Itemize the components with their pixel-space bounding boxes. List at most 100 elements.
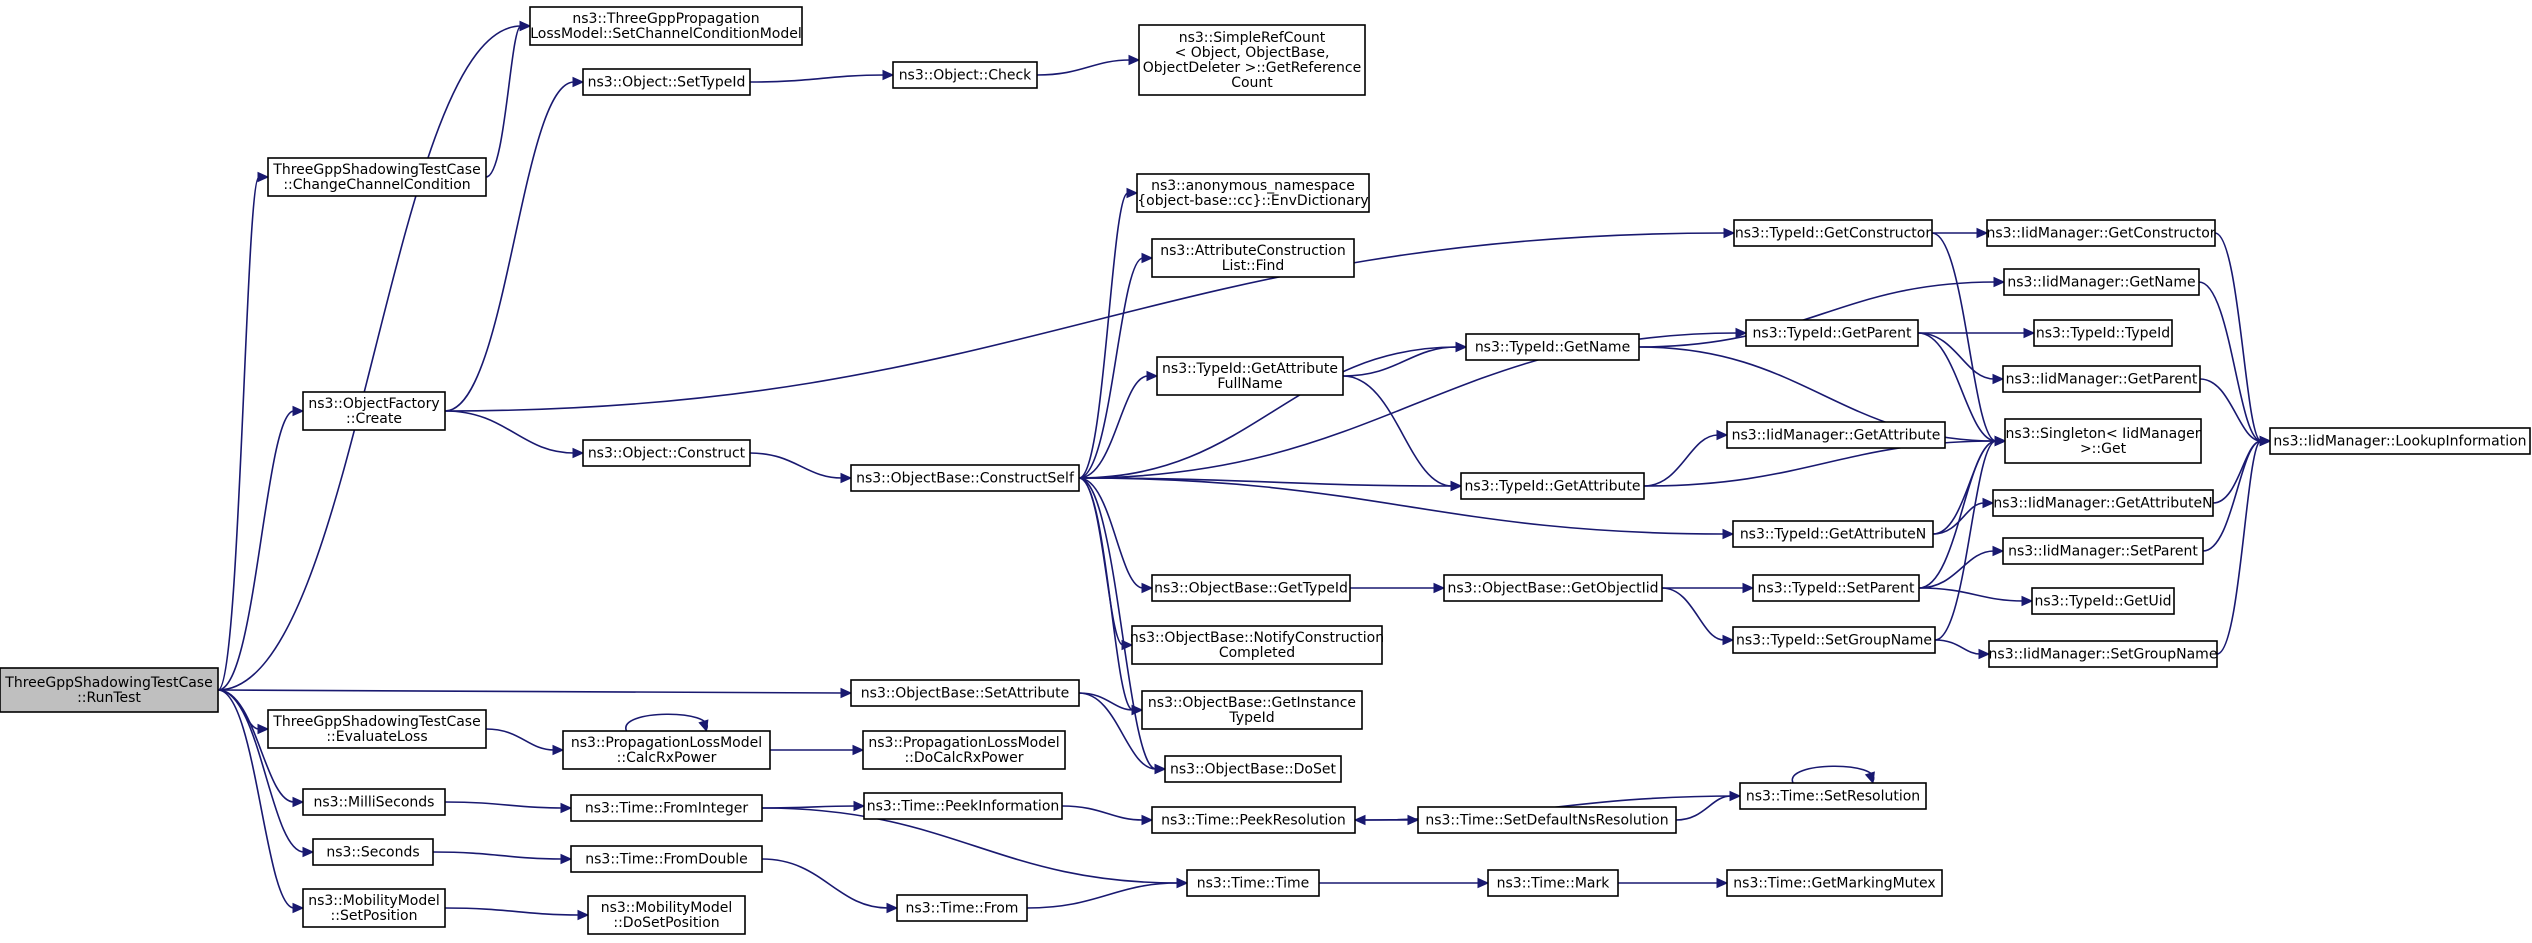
node-setpos[interactable]: ns3::MobilityModel::SetPosition (302, 888, 446, 928)
node-fromint[interactable]: ns3::Time::FromInteger (570, 794, 763, 822)
node-gettypeid[interactable]: ns3::ObjectBase::GetTypeId (1151, 574, 1351, 602)
node-label: LossModel::SetChannelConditionModel (530, 26, 801, 42)
edge-getattrfull-to-getname (1342, 341, 1468, 377)
node-refcount[interactable]: ns3::SimpleRefCount< Object, ObjectBase,… (1138, 24, 1366, 96)
node-run[interactable]: ThreeGppShadowingTestCase::RunTest (0, 667, 219, 713)
node-changecc[interactable]: ThreeGppShadowingTestCase::ChangeChannel… (267, 157, 487, 197)
node-evalloss[interactable]: ThreeGppShadowingTestCase::EvaluateLoss (267, 709, 487, 749)
node-iid-getattr[interactable]: ns3::IidManager::GetAttribute (1726, 421, 1946, 449)
node-getname[interactable]: ns3::TypeId::GetName (1465, 333, 1640, 361)
node-notify[interactable]: ns3::ObjectBase::NotifyConstructionCompl… (1130, 625, 1384, 665)
node-label: ns3::IidManager::GetAttributeN (1993, 496, 2212, 512)
node-doset[interactable]: ns3::ObjectBase::DoSet (1164, 755, 1342, 783)
node-iid-getctor[interactable]: ns3::IidManager::GetConstructor (1986, 219, 2216, 247)
node-box (863, 792, 1063, 820)
node-box (1138, 24, 1366, 96)
edge-setgroup-to-iid-setgroup (1934, 639, 1991, 660)
node-iid-getname[interactable]: ns3::IidManager::GetName (2003, 268, 2200, 296)
node-label: ThreeGppShadowingTestCase (272, 162, 480, 178)
node-iid-getparent[interactable]: ns3::IidManager::GetParent (2002, 365, 2201, 393)
node-fromdouble[interactable]: ns3::Time::FromDouble (570, 845, 763, 873)
node-box (1732, 626, 1936, 654)
edge-line (1675, 795, 1732, 821)
edge-line (2212, 440, 2262, 504)
node-check[interactable]: ns3::Object::Check (892, 61, 1038, 89)
node-dosetpos[interactable]: ns3::MobilityModel::DoSetPosition (587, 895, 746, 935)
node-label: ns3::Time::FromDouble (585, 852, 748, 868)
node-getuid[interactable]: ns3::TypeId::GetUid (2031, 587, 2175, 615)
node-iid-getattrn[interactable]: ns3::IidManager::GetAttributeN (1992, 489, 2214, 517)
node-box (1745, 319, 1919, 347)
node-setcc[interactable]: ns3::ThreeGppPropagationLossModel::SetCh… (529, 6, 803, 46)
node-typeid[interactable]: ns3::TypeId::TypeId (2033, 319, 2173, 347)
edge-cself-to-getattrfull (1078, 370, 1159, 479)
edge-line (1078, 477, 1725, 535)
node-setgroup[interactable]: ns3::TypeId::SetGroupName (1732, 626, 1936, 654)
node-label: ns3::Object::Check (899, 68, 1032, 84)
node-label: ns3::TypeId::SetGroupName (1736, 633, 1932, 649)
node-setdefres[interactable]: ns3::Time::SetDefaultNsResolution (1417, 806, 1677, 834)
edge-from-to-time (1026, 877, 1189, 909)
edge-iid-getattrn-to-lookup (2212, 435, 2272, 504)
node-getctor[interactable]: ns3::TypeId::GetConstructor (1733, 219, 1933, 247)
node-getparent[interactable]: ns3::TypeId::GetParent (1745, 319, 1919, 347)
node-box (2003, 268, 2200, 296)
node-envdict[interactable]: ns3::anonymous_namespace{object-base::cc… (1136, 173, 1370, 213)
node-construct[interactable]: ns3::Object::Construct (582, 439, 751, 467)
edge-seconds-to-fromdouble (432, 851, 573, 865)
node-setattr[interactable]: ns3::ObjectBase::SetAttribute (850, 679, 1080, 707)
node-seconds[interactable]: ns3::Seconds (312, 838, 434, 866)
node-singleton[interactable]: ns3::Singleton< IidManager>::Get (2004, 418, 2202, 464)
arrowhead-icon (1141, 814, 1154, 826)
edge-create-to-settypeid (444, 76, 585, 412)
node-milli[interactable]: ns3::MilliSeconds (302, 788, 446, 816)
node-setparent[interactable]: ns3::TypeId::SetParent (1752, 574, 1920, 602)
node-getobjiid[interactable]: ns3::ObjectBase::GetObjectIid (1443, 574, 1663, 602)
arrowhead-icon (1723, 227, 1736, 239)
node-label: ns3::ObjectBase::GetObjectIid (1447, 581, 1658, 597)
arrowhead-icon (257, 723, 270, 735)
node-label: ns3::TypeId::GetParent (1753, 326, 1912, 342)
node-getmutex[interactable]: ns3::Time::GetMarkingMutex (1726, 869, 1943, 897)
node-label: ::CalcRxPower (617, 750, 717, 766)
node-box (562, 730, 771, 770)
node-setres[interactable]: ns3::Time::SetResolution (1739, 782, 1927, 810)
node-calcrx[interactable]: ns3::PropagationLossModel::CalcRxPower (562, 730, 771, 770)
arrowhead-icon (1992, 545, 2005, 557)
node-label: {object-base::cc}::EnvDictionary (1137, 193, 1368, 209)
edge-setattr-to-doset (1078, 692, 1167, 775)
node-label: ThreeGppShadowingTestCase (272, 714, 480, 730)
node-label: ::ChangeChannelCondition (283, 177, 470, 193)
node-peekres[interactable]: ns3::Time::PeekResolution (1151, 806, 1356, 834)
node-box (850, 679, 1080, 707)
node-getattrn[interactable]: ns3::TypeId::GetAttributeN (1732, 520, 1934, 548)
node-iid-setgroup[interactable]: ns3::IidManager::SetGroupName (1988, 640, 2218, 668)
node-mark[interactable]: ns3::Time::Mark (1487, 869, 1619, 897)
node-from[interactable]: ns3::Time::From (896, 894, 1028, 922)
node-iid-setparent[interactable]: ns3::IidManager::SetParent (2002, 537, 2204, 565)
node-time[interactable]: ns3::Time::Time (1186, 869, 1320, 897)
node-label: ns3::PropagationLossModel (868, 735, 1059, 751)
arrowhead-icon (882, 69, 895, 81)
node-box (1186, 869, 1320, 897)
node-label: ns3::ObjectFactory (308, 396, 439, 412)
node-box (1739, 782, 1927, 810)
node-docalcrx[interactable]: ns3::PropagationLossModel::DoCalcRxPower (862, 730, 1066, 770)
node-box (1151, 806, 1356, 834)
node-create[interactable]: ns3::ObjectFactory::Create (302, 391, 446, 431)
edge-line (217, 176, 260, 691)
node-label: ns3::Object::Construct (588, 446, 746, 462)
edge-line (1078, 477, 1144, 589)
node-getattr[interactable]: ns3::TypeId::GetAttribute (1460, 472, 1645, 500)
edge-line (1917, 332, 1995, 380)
node-label: ns3::IidManager::GetAttribute (1732, 428, 1941, 444)
node-lookup[interactable]: ns3::IidManager::LookupInformation (2269, 427, 2531, 455)
node-peekinfo[interactable]: ns3::Time::PeekInformation (863, 792, 1063, 820)
node-label: ns3::Seconds (326, 845, 419, 861)
node-cself[interactable]: ns3::ObjectBase::ConstructSelf (850, 464, 1080, 492)
node-settypeid[interactable]: ns3::Object::SetTypeId (582, 68, 751, 96)
node-box (1726, 421, 1946, 449)
